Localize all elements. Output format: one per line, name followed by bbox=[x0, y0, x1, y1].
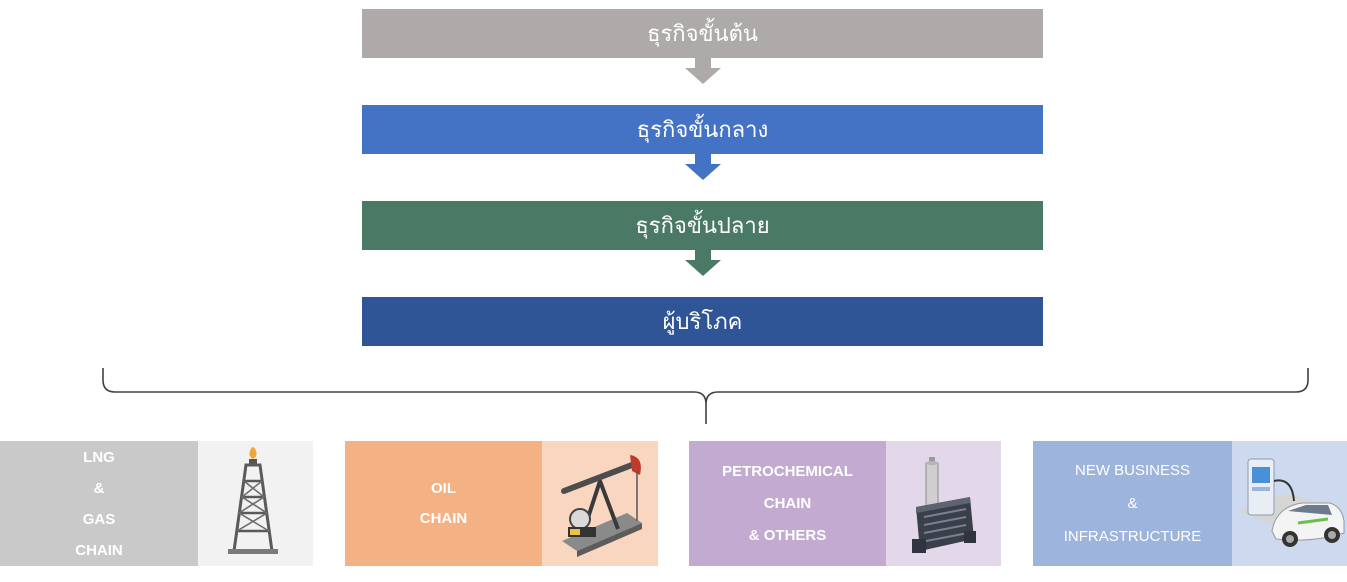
stage-upstream: ธุรกิจขั้นต้น bbox=[362, 9, 1043, 58]
chain-label-line: NEW BUSINESS bbox=[1074, 462, 1191, 479]
stage-upstream-label: ธุรกิจขั้นต้น bbox=[647, 22, 758, 47]
gas-rig-tower-icon bbox=[198, 441, 313, 566]
chain-label-line: & bbox=[1127, 495, 1138, 512]
stage-consumer: ผู้บริโภค bbox=[362, 297, 1043, 346]
chain-label-line: GAS bbox=[82, 510, 116, 528]
chain-label-line: & OTHERS bbox=[748, 526, 827, 544]
ev-charging-station-icon bbox=[1232, 441, 1347, 566]
oil-chain-card: OIL CHAIN bbox=[345, 441, 658, 566]
stage-midstream: ธุรกิจขั้นกลาง bbox=[362, 105, 1043, 154]
petrochemical-chain-label: PETROCHEMICAL CHAIN & OTHERS bbox=[689, 441, 886, 566]
down-arrow-icon bbox=[685, 56, 721, 84]
petrochemical-plant-icon bbox=[886, 441, 1001, 566]
chain-label-line: & bbox=[93, 479, 105, 497]
new-business-label: NEW BUSINESS & INFRASTRUCTURE bbox=[1033, 441, 1232, 566]
stage-downstream: ธุรกิจขั้นปลาย bbox=[362, 201, 1043, 250]
stage-downstream-label: ธุรกิจขั้นปลาย bbox=[635, 214, 770, 239]
down-arrow-icon bbox=[685, 152, 721, 180]
stage-midstream-label: ธุรกิจขั้นกลาง bbox=[636, 118, 769, 143]
chain-label-line: LNG bbox=[83, 448, 115, 466]
chain-label-line: CHAIN bbox=[763, 494, 812, 512]
lng-gas-chain-card: LNG & GAS CHAIN bbox=[0, 441, 313, 566]
chain-label-line: PETROCHEMICAL bbox=[722, 462, 853, 480]
down-arrow-icon bbox=[685, 248, 721, 276]
petrochemical-chain-card: PETROCHEMICAL CHAIN & OTHERS bbox=[689, 441, 1001, 566]
oil-chain-label: OIL CHAIN bbox=[345, 441, 542, 566]
oil-pumpjack-icon bbox=[542, 441, 658, 566]
chain-label-line: INFRASTRUCTURE bbox=[1063, 528, 1202, 545]
bracket-connector bbox=[102, 368, 1309, 424]
chain-label-line: CHAIN bbox=[75, 541, 123, 559]
new-business-card: NEW BUSINESS & INFRASTRUCTURE bbox=[1033, 441, 1347, 566]
lng-gas-chain-label: LNG & GAS CHAIN bbox=[0, 441, 198, 566]
chain-label-line: OIL bbox=[431, 479, 456, 497]
stage-consumer-label: ผู้บริโภค bbox=[662, 310, 743, 335]
chain-label-line: CHAIN bbox=[419, 509, 468, 527]
